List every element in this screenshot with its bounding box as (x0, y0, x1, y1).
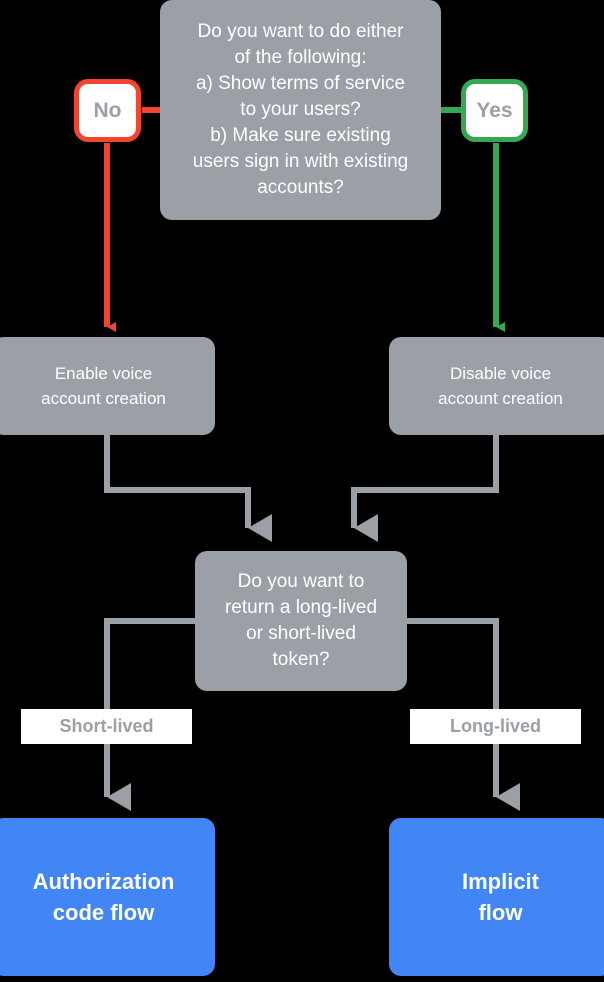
decision-token-line-3: or short-lived (246, 623, 356, 644)
wire-enable-to-token (104, 435, 272, 542)
decision-top-line-7: accounts? (257, 177, 344, 198)
decision-top-line-5: b) Make sure existing (210, 125, 391, 146)
edge-label-long-lived-text: Long-lived (450, 716, 541, 736)
decision-top-line-2: of the following: (234, 47, 367, 68)
process-node-enable-voice-account-creation[interactable]: Enable voice account creation (0, 337, 215, 435)
terminal-implicit-line-2: flow (478, 900, 523, 925)
terminal-auth-text: Authorization code flow (33, 866, 175, 928)
process-enable-text: Enable voice account creation (41, 361, 166, 411)
process-enable-line-2: account creation (41, 389, 166, 408)
process-disable-text: Disable voice account creation (438, 361, 563, 411)
terminal-auth-line-2: code flow (52, 900, 155, 925)
process-enable-line-1: Enable voice (54, 364, 153, 383)
process-disable-line-1: Disable voice (449, 364, 552, 383)
branch-badge-no-label: No (93, 98, 122, 122)
decision-token-line-2: return a long-lived (224, 597, 378, 618)
wire-disable-to-token (351, 435, 499, 542)
decision-top-line-1: Do you want to do either (197, 21, 404, 42)
decision-token-line-4: token? (272, 649, 330, 670)
process-disable-line-2: account creation (438, 389, 563, 408)
edge-label-long-lived: Long-lived (410, 709, 581, 744)
terminal-node-implicit-flow[interactable]: Implicit flow (389, 818, 604, 976)
decision-top-line-4: to your users? (240, 99, 361, 120)
branch-badge-no[interactable]: No (74, 79, 141, 142)
terminal-implicit-text: Implicit flow (462, 866, 539, 928)
branch-badge-yes[interactable]: Yes (461, 79, 528, 142)
terminal-auth-line-1: Authorization (32, 869, 175, 894)
edge-label-short-lived-text: Short-lived (59, 716, 154, 736)
decision-token-line-1: Do you want to (237, 571, 365, 592)
decision-top-text: Do you want to do either of the followin… (193, 19, 408, 201)
decision-token-text: Do you want to return a long-lived or sh… (225, 569, 377, 673)
decision-node-token-lifetime[interactable]: Do you want to return a long-lived or sh… (195, 551, 407, 691)
branch-badge-yes-label: Yes (476, 98, 513, 122)
edge-label-short-lived: Short-lived (21, 709, 192, 744)
process-node-disable-voice-account-creation[interactable]: Disable voice account creation (389, 337, 604, 435)
decision-top-line-6: users sign in with existing (192, 151, 409, 172)
terminal-implicit-line-1: Implicit (461, 869, 539, 894)
decision-node-terms-and-existing-users[interactable]: Do you want to do either of the followin… (160, 0, 441, 220)
decision-top-line-3: a) Show terms of service (195, 73, 406, 94)
terminal-node-authorization-code-flow[interactable]: Authorization code flow (0, 818, 215, 976)
